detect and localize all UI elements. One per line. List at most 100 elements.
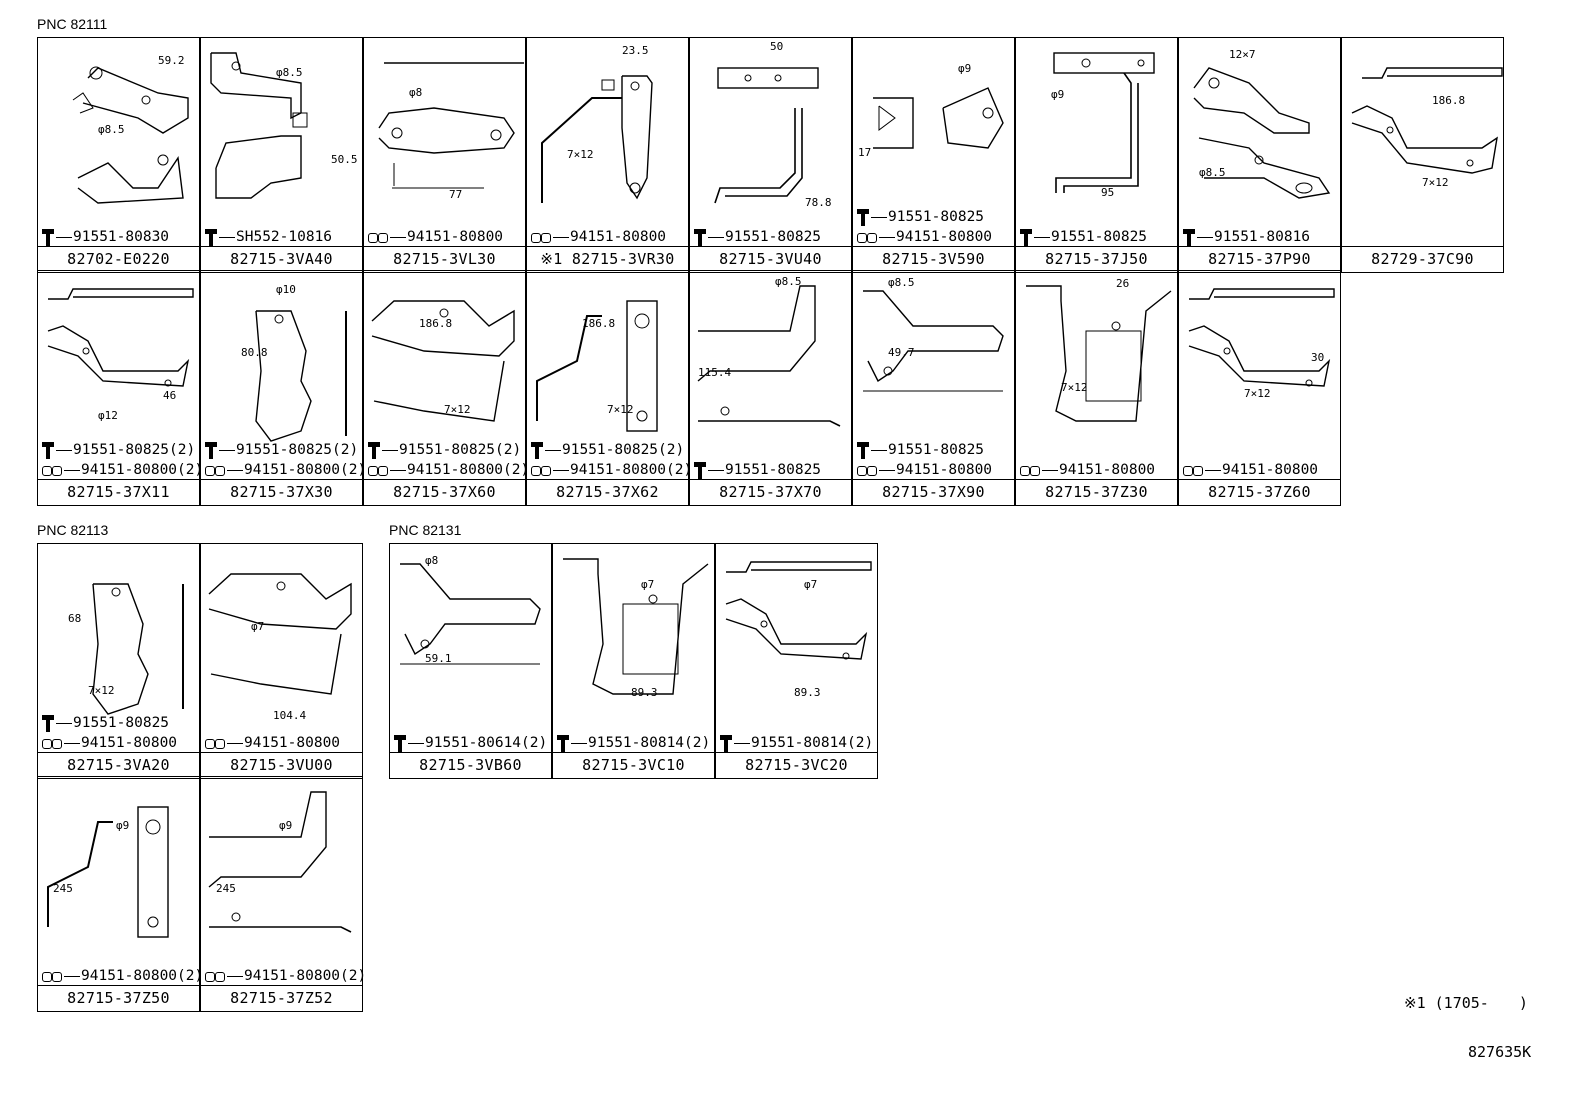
part-number: 82715-37X60: [364, 479, 525, 505]
leader-line: [227, 975, 243, 977]
bolt-icon: [693, 227, 707, 247]
dimension-label: 7×12: [1422, 176, 1449, 189]
bolt-icon: [693, 460, 707, 480]
dimension-label: 115.4: [698, 366, 731, 379]
bolt-icon: [856, 207, 870, 227]
fastener-code: 91551-80825(2): [73, 442, 196, 458]
bracket-drawing: 186.87×12: [371, 300, 515, 422]
dimension-label: 49.7: [888, 346, 915, 359]
fastener-row: 94151-80800: [856, 227, 1014, 247]
bracket-drawing: 50 78.8: [714, 40, 832, 209]
leader-line: [545, 449, 561, 451]
leader-line: [1034, 236, 1050, 238]
dimension-label: 80.8: [241, 346, 268, 359]
fastener-row: 94151-80800(2): [41, 460, 203, 480]
fastener-row: 94151-80800(2): [530, 460, 692, 480]
fastener-row: 91551-80814(2): [556, 733, 714, 753]
fastener-code: 94151-80800: [896, 462, 993, 478]
dimension-label: 245: [53, 882, 73, 895]
fastener-code: 91551-80825(2): [236, 442, 359, 458]
dimension-label: φ9: [279, 819, 292, 832]
fastener-code: 94151-80800(2): [244, 968, 367, 984]
bolt-icon: [367, 440, 381, 460]
fastener-row: 91551-80830: [41, 227, 199, 247]
leader-line: [871, 216, 887, 218]
dimension-label: 7×12: [444, 403, 471, 416]
dimension-label: φ8: [425, 554, 438, 567]
section-label-82113: PNC 82113: [37, 522, 109, 538]
fastener-row: 94151-80800: [204, 733, 362, 753]
part-number: 82729-37C90: [1342, 246, 1503, 272]
dimension-label: 23.5: [622, 44, 649, 57]
part-number: 82715-3VU00: [201, 752, 362, 778]
dimension-label: φ12: [98, 409, 118, 422]
bracket-drawing: 687×12: [68, 583, 184, 715]
bracket-drawing: 12×7φ8.5: [1193, 48, 1331, 199]
fastener-row: 94151-80800(2): [367, 460, 529, 480]
fastener-code: 94151-80800(2): [244, 462, 367, 478]
fastener-code: 94151-80800(2): [407, 462, 530, 478]
nut-icon: [41, 465, 63, 476]
dimension-label: φ8.5: [775, 275, 802, 288]
fastener-code: 94151-80800(2): [81, 462, 204, 478]
dimension-label: 7×12: [88, 684, 115, 697]
bolt-icon: [41, 227, 55, 247]
dimension-label: φ8.5: [888, 276, 915, 289]
bracket-drawing: 186.87×12: [1351, 67, 1503, 189]
dimension-label: 50: [770, 40, 783, 53]
fastener-code: 91551-80825: [73, 715, 170, 731]
fastener-code: 91551-80825(2): [562, 442, 685, 458]
dimension-label: 30: [1311, 351, 1324, 364]
leader-line: [553, 236, 569, 238]
dimension-label: φ7: [251, 620, 264, 633]
dimension-label: 186.8: [582, 317, 615, 330]
dimension-label: φ10: [276, 283, 296, 296]
leader-line: [64, 975, 80, 977]
part-number: 82715-3VB60: [390, 752, 551, 778]
fastener-row: 94151-80800: [1019, 460, 1177, 480]
leader-line: [871, 449, 887, 451]
nut-icon: [41, 738, 63, 749]
part-number: 82715-37X11: [38, 479, 199, 505]
leader-line: [408, 742, 424, 744]
leader-line: [56, 449, 72, 451]
section-label-82111: PNC 82111: [37, 16, 108, 32]
bracket-drawing: 23.57×12: [541, 44, 653, 203]
dimension-label: 78.8: [805, 196, 832, 209]
leader-line: [879, 469, 895, 471]
fastener-code: 91551-80825: [888, 442, 985, 458]
part-number: ※1 82715-3VR30: [527, 246, 688, 272]
part-cell: φ10 80.8 91551-80825(2) 94151-80800(2)82715…: [200, 270, 367, 506]
leader-line: [553, 469, 569, 471]
part-number: 82715-37Z60: [1179, 479, 1340, 505]
fastener-code: 94151-80800: [1059, 462, 1156, 478]
leader-line: [382, 449, 398, 451]
dimension-label: 245: [216, 882, 236, 895]
fastener-row: 91551-80825(2): [367, 440, 525, 460]
leader-line: [64, 742, 80, 744]
leader-line: [219, 236, 235, 238]
fastener-code: SH552-10816: [236, 229, 333, 245]
dimension-label: 12×7: [1229, 48, 1256, 61]
nut-icon: [367, 465, 389, 476]
leader-line: [734, 742, 750, 744]
part-number: 82715-37X70: [690, 479, 851, 505]
dimension-label: 59.2: [158, 54, 185, 67]
dimension-label: 7×12: [1061, 381, 1088, 394]
dimension-label: 89.3: [794, 686, 821, 699]
fastener-code: 94151-80800: [244, 735, 341, 751]
fastener-code: 91551-80814(2): [751, 735, 874, 751]
part-number: 82715-3VC10: [553, 752, 714, 778]
bracket-drawing: 245 φ9: [208, 791, 352, 933]
nut-icon: [1019, 465, 1041, 476]
fastener-row: 94151-80800: [41, 733, 199, 753]
part-number: 82715-37X30: [201, 479, 362, 505]
